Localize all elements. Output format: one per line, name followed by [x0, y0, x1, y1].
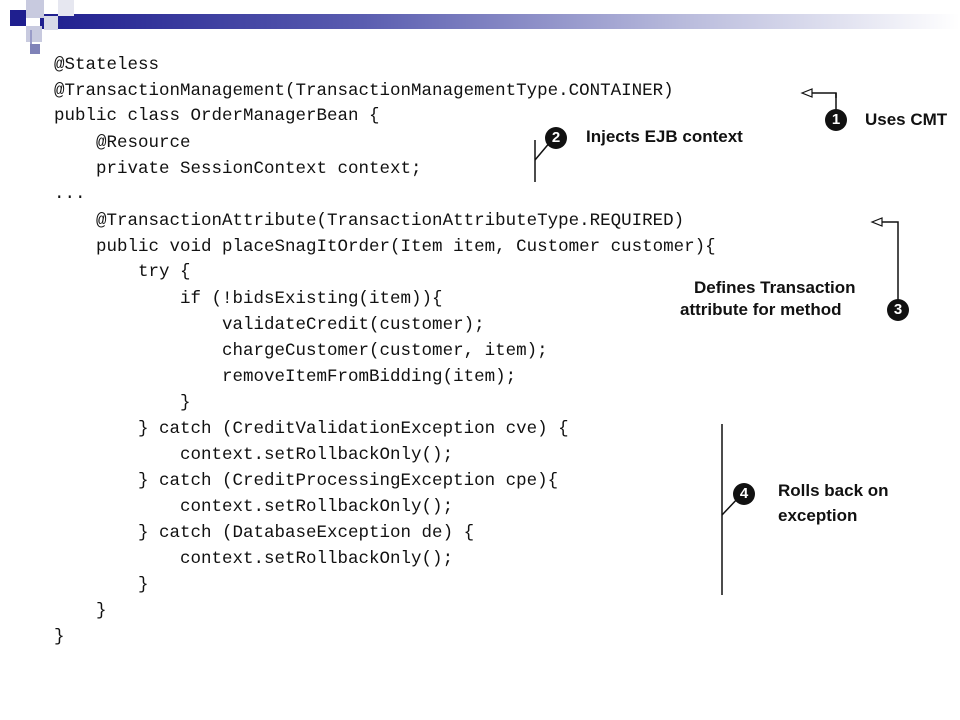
- code-line: @Stateless: [54, 55, 160, 75]
- annotation-1-text: Uses CMT: [865, 110, 948, 129]
- code-line: private SessionContext context;: [54, 159, 422, 179]
- annotation-4-badge: 4: [733, 483, 755, 505]
- annotation-3-badge: 3: [887, 299, 909, 321]
- code-line: context.setRollbackOnly();: [54, 445, 454, 465]
- code-line: } catch (CreditProcessingException cpe){: [54, 471, 559, 491]
- code-line: chargeCustomer(customer, item);: [54, 341, 548, 361]
- code-line: }: [54, 627, 65, 647]
- code-line: } catch (CreditValidationException cve) …: [54, 419, 569, 439]
- deco-square: [58, 0, 74, 16]
- deco-square: [44, 16, 58, 30]
- code-line: ...: [54, 184, 86, 204]
- deco-square: [10, 10, 26, 26]
- code-line: }: [54, 393, 191, 413]
- annotation-2-badge: 2: [545, 127, 567, 149]
- code-line: public class OrderManagerBean {: [54, 106, 380, 126]
- code-line: @TransactionAttribute(TransactionAttribu…: [54, 211, 685, 231]
- code-line: removeItemFromBidding(item);: [54, 367, 517, 387]
- code-line: } catch (DatabaseException de) {: [54, 523, 475, 543]
- code-line: @Resource: [54, 133, 191, 153]
- code-line: context.setRollbackOnly();: [54, 549, 454, 569]
- callout-3-connector: [870, 217, 899, 300]
- code-line: validateCredit(customer);: [54, 315, 485, 335]
- callout-4-connector: [721, 424, 741, 595]
- annotation-2-text: Injects EJB context: [586, 127, 743, 146]
- header-gradient-bar: [40, 14, 960, 29]
- deco-square: [30, 44, 40, 54]
- annotation-3-text-line2: attribute for method: [680, 300, 842, 319]
- code-line: if (!bidsExisting(item)){: [54, 289, 443, 309]
- annotation-3-text-line1: Defines Transaction: [694, 278, 856, 297]
- annotation-4-text-line1: Rolls back on: [778, 481, 889, 500]
- annotation-4-text-line2: exception: [778, 506, 858, 525]
- code-line: context.setRollbackOnly();: [54, 497, 454, 517]
- code-line: }: [54, 575, 149, 595]
- code-line: }: [54, 601, 107, 621]
- deco-vertical-line: [30, 30, 32, 50]
- callout-1-connector: [800, 88, 837, 110]
- deco-square: [26, 0, 44, 18]
- code-line: try {: [54, 262, 191, 282]
- code-line: @TransactionManagement(TransactionManage…: [54, 81, 674, 101]
- annotation-1-badge: 1: [825, 109, 847, 131]
- code-line: public void placeSnagItOrder(Item item, …: [54, 237, 716, 257]
